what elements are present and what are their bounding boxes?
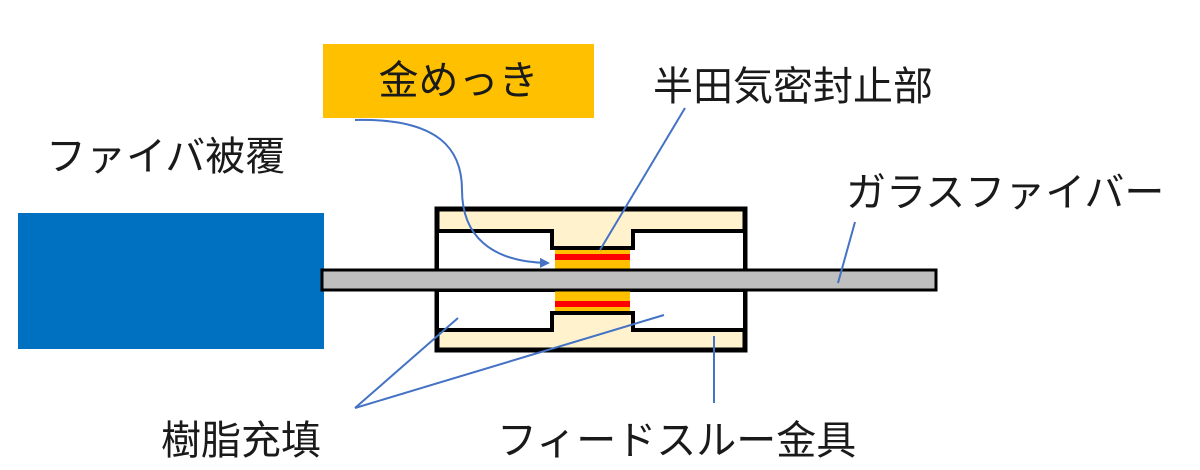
fiber-coating-block: [18, 213, 324, 349]
glass-fiber: [320, 268, 938, 292]
resin-fill-label: 樹脂充填: [161, 418, 321, 464]
gold-plating-label: 金めっき: [378, 58, 539, 104]
leader-glass-fiber: [837, 221, 856, 284]
leader-gold-plating-arrow: [354, 118, 550, 268]
gold-plating-callout: 金めっき: [323, 44, 594, 118]
leader-solder-seal: [599, 107, 686, 251]
leader-resin-fill-right: [354, 314, 665, 409]
gold-plating-upper: [555, 250, 630, 271]
fiber-coating-label: ファイバ被覆: [46, 134, 286, 180]
feedthrough-label: フィードスルー金具: [497, 418, 857, 464]
solder-seal-label: 半田気密封止部: [653, 64, 933, 110]
gold-plating-lower: [555, 290, 630, 311]
solder-seal-upper: [555, 254, 630, 260]
glass-fiber-label: ガラスファイバー: [846, 170, 1165, 216]
leader-resin-fill-left: [354, 317, 459, 409]
solder-seal-lower: [555, 301, 630, 307]
